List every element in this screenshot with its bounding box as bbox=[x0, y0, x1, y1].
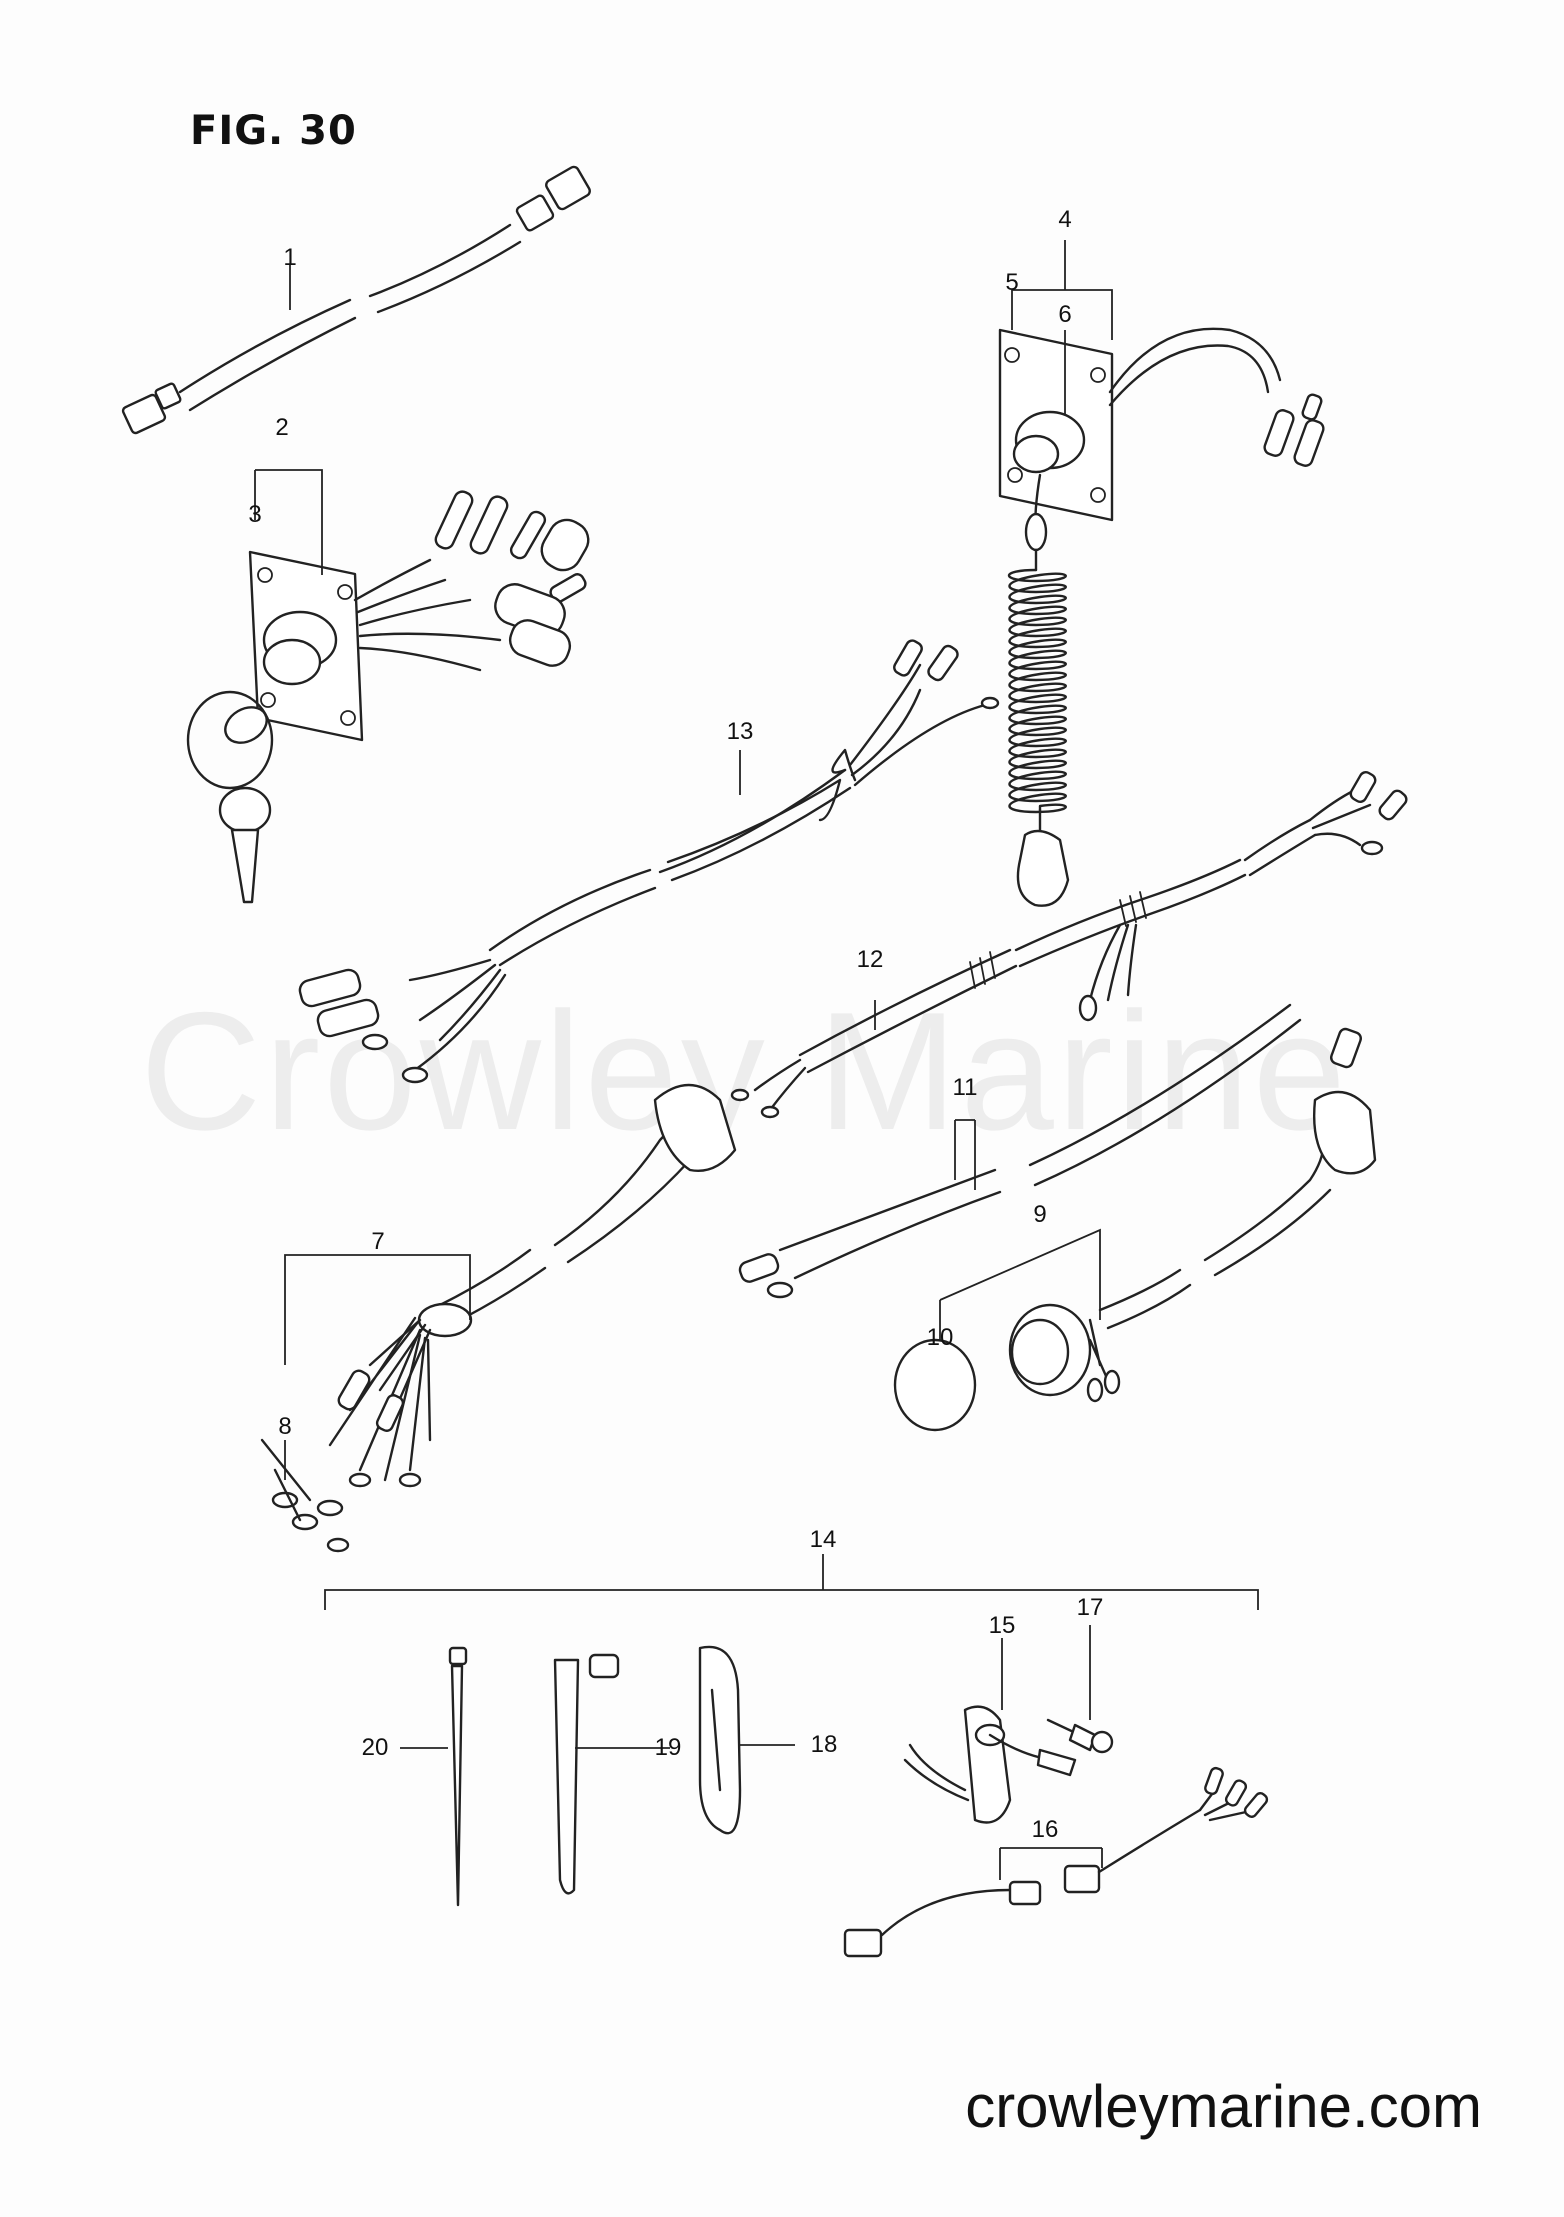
callout-1[interactable]: 1 bbox=[283, 244, 297, 271]
part-14-bracket bbox=[324, 1554, 1259, 1610]
part-13-extension-wire[interactable] bbox=[298, 638, 1000, 1084]
part-7-main-harness[interactable] bbox=[260, 1083, 737, 1553]
part-1-extension-harness[interactable] bbox=[121, 165, 592, 435]
callout-8[interactable]: 8 bbox=[278, 1413, 292, 1440]
callout-5[interactable]: 5 bbox=[1005, 269, 1019, 296]
callout-2[interactable]: 2 bbox=[275, 414, 289, 441]
part-16-lead-wire[interactable] bbox=[843, 1766, 1269, 1958]
callout-18[interactable]: 18 bbox=[810, 1731, 838, 1758]
callout-12[interactable]: 12 bbox=[856, 946, 884, 973]
site-url: crowleymarine.com bbox=[965, 2073, 1482, 2140]
part-19-cable-tie-clip[interactable] bbox=[553, 1653, 620, 1895]
callout-3[interactable]: 3 bbox=[248, 501, 262, 528]
part-11-battery-cables[interactable] bbox=[738, 1003, 1302, 1299]
callout-7[interactable]: 7 bbox=[371, 1228, 385, 1255]
part-2-ignition-switch[interactable] bbox=[186, 489, 595, 904]
leader-lines bbox=[254, 240, 1113, 1880]
callout-9[interactable]: 9 bbox=[1033, 1201, 1047, 1228]
callout-6[interactable]: 6 bbox=[1058, 301, 1072, 328]
part-20-cable-tie[interactable] bbox=[448, 1646, 468, 1907]
part-12-wire-harness[interactable] bbox=[730, 770, 1409, 1119]
callout-20[interactable]: 20 bbox=[361, 1734, 389, 1761]
callout-17[interactable]: 17 bbox=[1076, 1594, 1104, 1621]
part-18-rubber-strap[interactable] bbox=[698, 1645, 742, 1835]
part-9-accessory-socket[interactable] bbox=[893, 1027, 1377, 1432]
callout-11[interactable]: 11 bbox=[952, 1074, 978, 1101]
figure-title: FIG. 30 bbox=[190, 108, 357, 154]
callout-19[interactable]: 19 bbox=[654, 1734, 682, 1761]
part-4-emergency-stop-switch[interactable] bbox=[998, 327, 1325, 907]
callout-15[interactable]: 15 bbox=[988, 1612, 1016, 1639]
callout-10[interactable]: 10 bbox=[926, 1324, 954, 1351]
callout-4[interactable]: 4 bbox=[1058, 206, 1072, 233]
part-15-neutral-switch[interactable] bbox=[903, 1705, 1077, 1824]
part-17-screw[interactable] bbox=[1046, 1718, 1114, 1754]
callout-16[interactable]: 16 bbox=[1031, 1816, 1059, 1843]
callout-13[interactable]: 13 bbox=[726, 718, 754, 745]
callout-14[interactable]: 14 bbox=[809, 1526, 837, 1553]
